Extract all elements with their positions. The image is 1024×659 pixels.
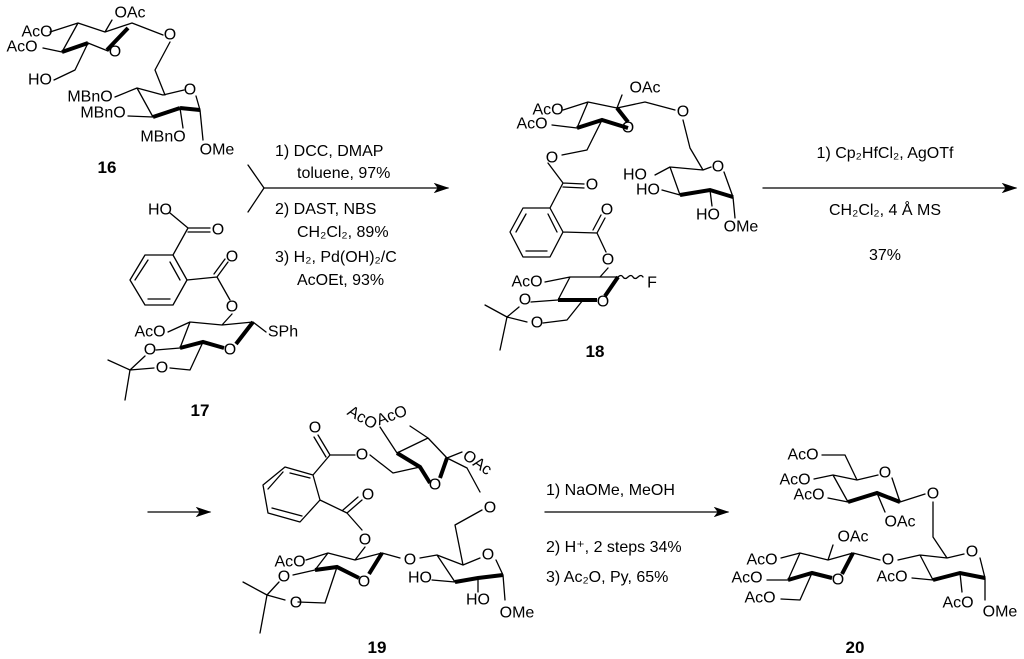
label-aco: AcO	[134, 324, 165, 341]
label-oac: OAc	[114, 5, 145, 22]
label-o-link: O	[484, 500, 496, 517]
label-oac: OAc	[884, 514, 915, 531]
label-o: O	[278, 569, 290, 586]
label-mbno: MBnO	[80, 105, 125, 122]
reaction-step-3: 1) NaOMe, MeOH 2) H⁺, 2 steps 34% 3) Ac₂…	[544, 482, 730, 586]
compound-number-18: 18	[586, 342, 605, 361]
label-o-link: O	[927, 486, 939, 503]
label-mbno: MBnO	[67, 89, 112, 106]
label-aco: AcO	[744, 590, 775, 607]
label-aco: AcO	[344, 403, 379, 433]
label-aco: AcO	[746, 552, 777, 569]
label-mbno: MBnO	[140, 129, 185, 146]
label-aco: AcO	[787, 447, 818, 464]
reagent-line: 3) Ac₂O, Py, 65%	[546, 569, 668, 586]
label-f: F	[647, 275, 657, 292]
label-aco: AcO	[21, 24, 52, 41]
reagent-line: toluene, 97%	[297, 165, 390, 182]
reagent-line: AcOEt, 93%	[297, 272, 384, 289]
label-o-ester: O	[359, 532, 371, 549]
label-aco: AcO	[532, 102, 563, 119]
compound-16: OAc AcO AcO O O HO MBnO O MBnO MBnO OMe …	[6, 5, 234, 178]
compound-17: HO O O O AcO SPh O O O 17	[107, 202, 298, 420]
label-aco: AcO	[511, 274, 542, 291]
label-o-link: O	[882, 552, 894, 569]
label-ome: OMe	[500, 605, 535, 622]
label-o-ring: O	[429, 477, 441, 494]
label-aco: AcO	[942, 595, 973, 612]
label-o-link: O	[404, 552, 416, 569]
compound-number-17: 17	[191, 401, 210, 420]
compound-20: AcO O AcO AcO O OAc OAc AcO O O AcO O Ac…	[731, 447, 1017, 658]
label-o-ring: O	[109, 44, 121, 61]
label-o: O	[156, 360, 168, 377]
compound-18: OAc AcO AcO O O O O HO O HO O HO OMe O A…	[484, 80, 759, 361]
label-o-carbonyl: O	[309, 420, 321, 437]
label-o-ring: O	[712, 159, 724, 176]
label-o: O	[144, 342, 156, 359]
reagent-line: 2) H⁺, 2 steps 34%	[546, 539, 682, 556]
label-ho: HO	[636, 182, 660, 199]
label-aco: AcO	[374, 403, 409, 430]
reagent-line: 1) DCC, DMAP	[275, 143, 383, 160]
label-o: O	[290, 595, 302, 612]
label-o-ring: O	[482, 547, 494, 564]
label-aco: AcO	[876, 569, 907, 586]
label-aco: AcO	[6, 39, 37, 56]
label-ome: OMe	[983, 604, 1018, 621]
label-o-ester: O	[602, 252, 614, 269]
compound-number-20: 20	[846, 638, 865, 657]
reaction-step-2: 1) Cp₂HfCl₂, AgOTf CH₂Cl₂, 4 Å MS 37%	[762, 145, 1018, 264]
label-o-carbonyl: O	[212, 222, 224, 239]
label-ho: HO	[623, 167, 647, 184]
reagent-line: 1) NaOMe, MeOH	[546, 482, 675, 499]
label-o-link: O	[164, 27, 176, 44]
reagent-line: 3) H₂, Pd(OH)₂/C	[275, 249, 397, 266]
label-ho: HO	[466, 592, 490, 609]
label-o-carbonyl: O	[362, 487, 374, 504]
reagent-line: 1) Cp₂HfCl₂, AgOTf	[817, 145, 954, 162]
label-ho: HO	[696, 207, 720, 224]
label-aco: AcO	[516, 116, 547, 133]
label-o-ester: O	[226, 299, 238, 316]
reagent-line: 37%	[869, 247, 901, 264]
label-o-carbonyl: O	[226, 249, 238, 266]
reaction-step-1: 1) DCC, DMAP toluene, 97% 2) DAST, NBS C…	[247, 143, 450, 289]
label-o-ring: O	[358, 574, 370, 591]
label-o-ring: O	[184, 82, 196, 99]
convergence-bracket	[247, 164, 265, 213]
label-o: O	[531, 315, 543, 332]
label-ho: HO	[148, 202, 172, 219]
label-o-ring: O	[597, 294, 609, 311]
reagent-line: 2) DAST, NBS	[275, 201, 376, 218]
compound-19: O AcO AcO O OAc O O O O AcO O O O HO O O…	[242, 403, 535, 657]
label-aco: AcO	[793, 487, 824, 504]
label-o-carbonyl: O	[601, 202, 613, 219]
label-oac: OAc	[459, 447, 494, 479]
label-aco: AcO	[779, 472, 810, 489]
label-o-ester: O	[546, 150, 558, 167]
label-o-ring: O	[224, 342, 236, 359]
reagent-line: CH₂Cl₂, 4 Å MS	[829, 200, 941, 219]
label-ho: HO	[28, 72, 52, 89]
label-ome: OMe	[724, 219, 759, 236]
label-o: O	[519, 292, 531, 309]
label-o-link: O	[677, 104, 689, 121]
label-ho: HO	[408, 570, 432, 587]
label-o-ester: O	[356, 447, 368, 464]
label-oac: OAc	[629, 80, 660, 97]
compound-number-16: 16	[98, 158, 117, 177]
label-aco: AcO	[274, 554, 305, 571]
label-o-ring: O	[879, 465, 891, 482]
label-o-ring: O	[966, 544, 978, 561]
label-sph: SPh	[268, 324, 298, 341]
label-aco: AcO	[731, 570, 762, 587]
label-o-ring: O	[832, 572, 844, 589]
reagent-line: CH₂Cl₂, 89%	[297, 224, 389, 241]
compound-number-19: 19	[368, 638, 387, 657]
label-oac: OAc	[837, 529, 868, 546]
label-ome: OMe	[200, 142, 235, 159]
label-o-carbonyl: O	[586, 177, 598, 194]
label-o-ring: O	[622, 120, 634, 137]
